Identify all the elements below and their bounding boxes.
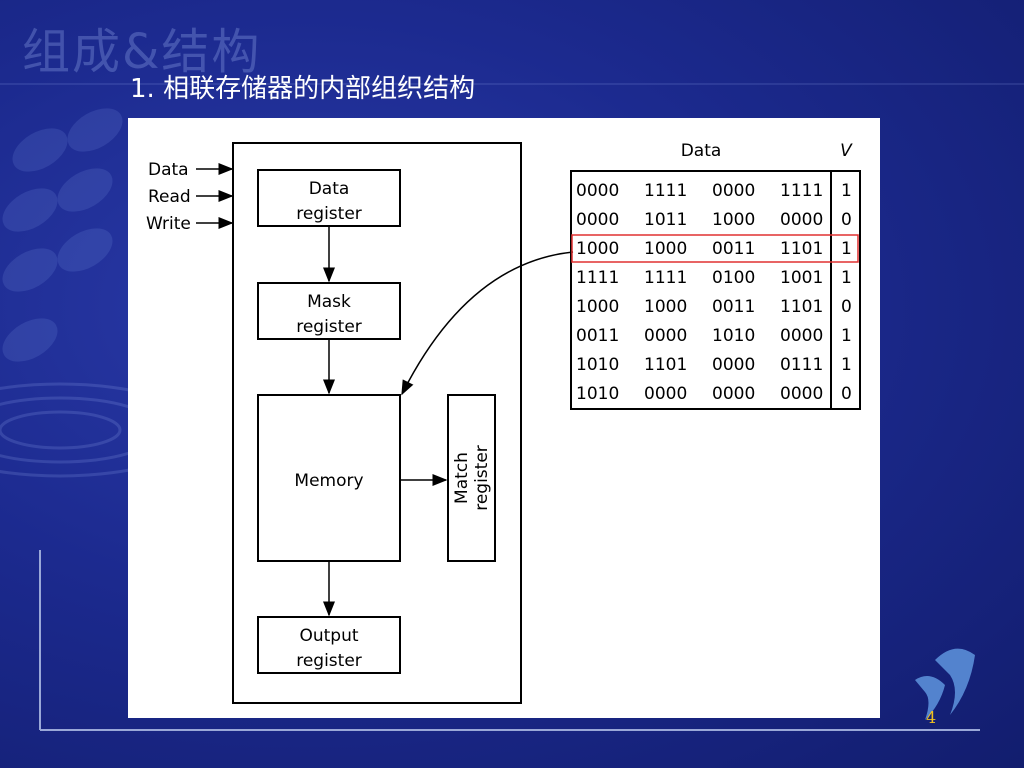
table-cell-data: 1010 [712,326,755,346]
data-register-label-1: Data [309,179,350,199]
match-register-box [447,394,496,562]
data-register-label-2: register [296,204,362,224]
outer-frame [232,142,522,704]
table-cell-valid-bit: 1 [841,239,852,259]
table-cell-data: 0000 [712,355,755,375]
associative-memory-diagram: Data Read Write Data register Mask regis… [146,141,861,704]
table-cell-data: 0000 [644,384,687,404]
table-cell-data: 1111 [576,268,619,288]
table-cell-valid-bit: 0 [841,297,852,317]
table-cell-data: 0000 [780,210,823,230]
watermark-text: 组成&结构 [22,24,262,80]
dolphin-logo-icon [915,648,975,720]
table-cell-data: 1111 [780,181,823,201]
input-label-write: Write [146,214,191,234]
table-cell-data: 1101 [780,239,823,259]
table-cell-valid-bit: 0 [841,210,852,230]
table-cell-data: 0100 [712,268,755,288]
table-cell-data: 0000 [780,384,823,404]
table-cell-data: 1011 [644,210,687,230]
match-register-label-1: Match [452,452,472,504]
table-cell-data: 0111 [780,355,823,375]
diagram-panel: Data Read Write Data register Mask regis… [128,118,880,718]
table-cell-valid-bit: 1 [841,326,852,346]
table-header-v: V [840,141,853,161]
table-cell-data: 0011 [576,326,619,346]
mask-register-label-2: register [296,317,362,337]
table-cell-data: 0000 [576,181,619,201]
input-label-data: Data [148,160,189,180]
table-cell-data: 1010 [576,384,619,404]
table-cell-valid-bit: 1 [841,268,852,288]
slide-title: 1. 相联存储器的内部组织结构 [130,74,476,104]
table-cell-data: 0000 [712,181,755,201]
table-cell-data: 0011 [712,297,755,317]
table-cell-data: 1111 [644,268,687,288]
table-frame [570,170,861,410]
match-register-label-2: register [472,445,492,511]
table-cell-data: 1000 [644,297,687,317]
table-cell-data: 1111 [644,181,687,201]
table-cell-data: 0000 [576,210,619,230]
table-cell-data: 1101 [780,297,823,317]
table-cell-data: 1101 [644,355,687,375]
table-cell-data: 0000 [712,384,755,404]
table-cell-data: 1000 [576,239,619,259]
table-header-data: Data [681,141,722,161]
arrow-table-to-memory [401,251,574,396]
table-cell-data: 1010 [576,355,619,375]
table-cell-data: 1000 [576,297,619,317]
mask-register-label-1: Mask [307,292,351,312]
input-label-read: Read [148,187,191,207]
output-register-label-1: Output [299,626,358,646]
page-number: 4 [926,708,937,727]
table-cell-data: 1000 [712,210,755,230]
output-register-label-2: register [296,651,362,671]
table-cell-data: 1000 [644,239,687,259]
table-cell-valid-bit: 0 [841,384,852,404]
output-register-box [257,616,401,674]
table-cell-valid-bit: 1 [841,181,852,201]
memory-label: Memory [294,471,363,491]
table-cell-data: 1001 [780,268,823,288]
table-cell-data: 0000 [644,326,687,346]
table-cell-data: 0011 [712,239,755,259]
table-cell-data: 0000 [780,326,823,346]
table-cell-valid-bit: 1 [841,355,852,375]
highlighted-row-outline [571,234,859,263]
